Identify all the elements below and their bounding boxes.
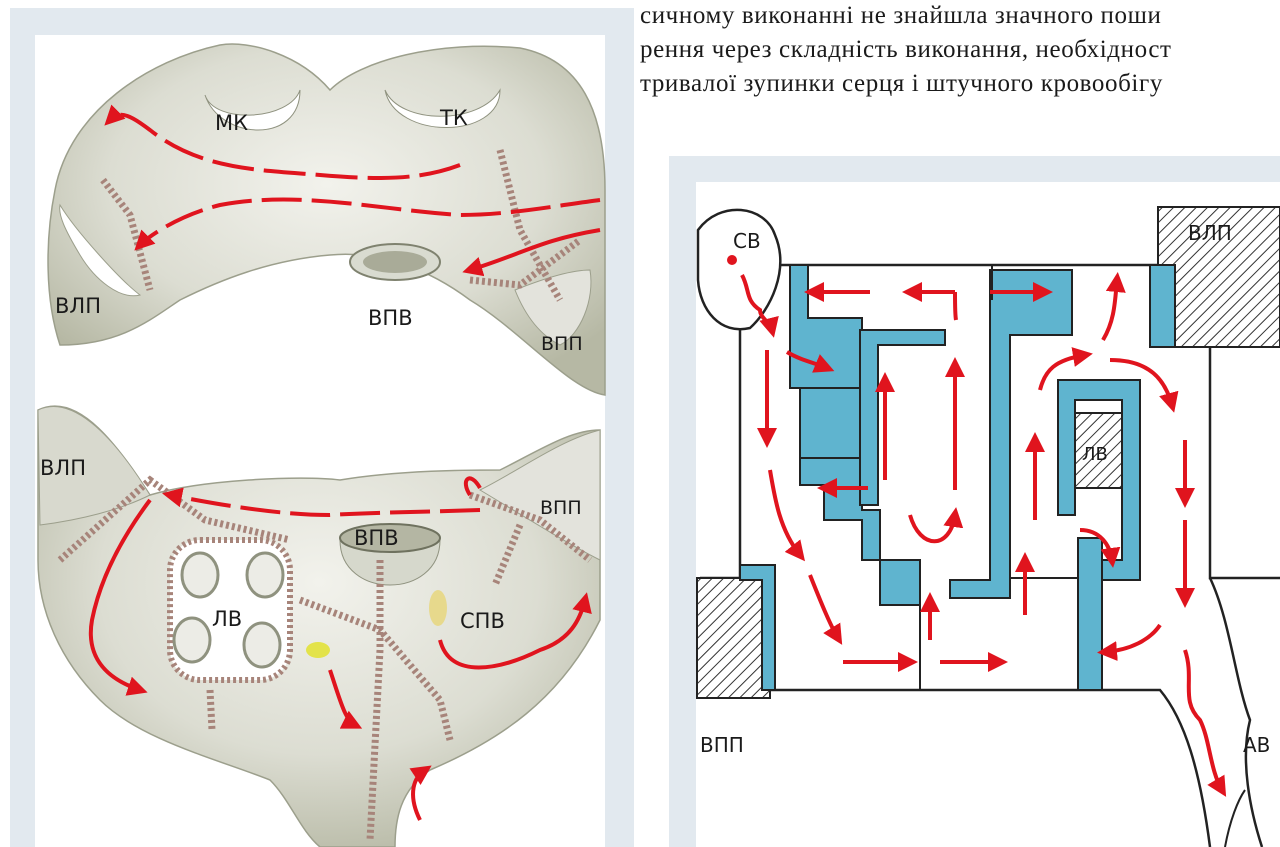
label-sv: СВ bbox=[733, 229, 761, 253]
outline bbox=[700, 330, 740, 578]
label-mk: МК bbox=[215, 111, 248, 135]
wall-segment bbox=[1078, 538, 1102, 690]
wall-segment bbox=[800, 388, 862, 458]
label-vpv-bottom: ВПВ bbox=[354, 526, 399, 550]
pulmonary-vein-ostium bbox=[174, 618, 210, 662]
pulmonary-vein-ostium bbox=[182, 553, 218, 597]
label-av: АВ bbox=[1243, 733, 1270, 757]
label-lv-left: ЛВ bbox=[212, 607, 242, 631]
flow-arrow bbox=[1105, 625, 1160, 652]
label-lv-right: ЛВ bbox=[1082, 444, 1108, 465]
flow-arrow bbox=[1185, 650, 1222, 790]
vpp-block bbox=[697, 578, 770, 698]
coronary-sinus-mark bbox=[429, 590, 447, 626]
wall-segment bbox=[950, 270, 1072, 598]
atria-top-view: МК ТК ВЛП ВПВ ВПП bbox=[48, 44, 605, 395]
flow-arrow bbox=[770, 470, 800, 555]
pulmonary-vein-ostium bbox=[247, 553, 283, 597]
label-spv: СПВ bbox=[460, 609, 505, 633]
label-vpv-top: ВПВ bbox=[368, 306, 413, 330]
svc-lumen bbox=[363, 251, 427, 273]
flow-arrow bbox=[910, 292, 956, 320]
wall-segment bbox=[1150, 265, 1175, 347]
label-vpp-bottom: ВПП bbox=[540, 497, 582, 519]
small-yellow-mark bbox=[306, 642, 330, 658]
flow-arrow bbox=[910, 515, 955, 541]
label-vlp-bottom: ВЛП bbox=[40, 456, 86, 480]
label-vlp-right: ВЛП bbox=[1188, 221, 1232, 245]
flow-arrow bbox=[810, 575, 838, 638]
outline bbox=[1225, 790, 1245, 847]
sinus-node-area bbox=[698, 210, 780, 329]
label-vlp-top: ВЛП bbox=[55, 294, 101, 318]
label-vpp-right: ВПП bbox=[700, 733, 744, 757]
outline bbox=[770, 578, 1210, 847]
pulmonary-vein-ostium bbox=[244, 623, 280, 667]
sinus-node-dot bbox=[727, 255, 737, 265]
label-tk: ТК bbox=[439, 106, 468, 130]
wall-segment bbox=[860, 330, 945, 505]
maze-schematic: СВ ВЛП ЛВ ВПП АВ bbox=[697, 207, 1280, 847]
flow-arrow bbox=[1103, 280, 1117, 340]
label-vpp-top: ВПП bbox=[541, 333, 583, 355]
atria-bottom-view: ВЛП ВПП ВПВ ЛВ СПВ bbox=[38, 406, 600, 847]
